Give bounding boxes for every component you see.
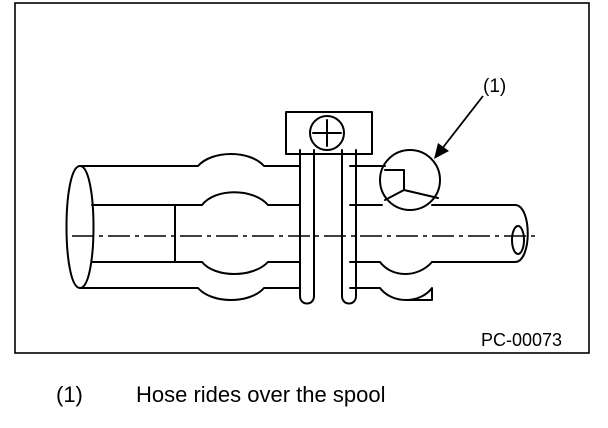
shaft-end [511, 225, 525, 255]
detail-fold-lines [384, 169, 439, 201]
screw-head [309, 115, 345, 151]
clamp-band-right [341, 149, 357, 305]
legend-item: (1) Hose rides over the spool [56, 382, 385, 408]
clamp-band-left [299, 149, 315, 305]
spool-shaft [431, 204, 529, 263]
legend-item-number: (1) [56, 382, 83, 407]
clamp-block [285, 111, 373, 155]
detail-circle [379, 149, 441, 211]
inner-spool-box [91, 191, 433, 275]
valve-body-outline [79, 153, 433, 301]
figure-frame [14, 2, 590, 354]
callout-leader [440, 95, 484, 151]
pipe-left-end [65, 165, 95, 289]
callout-label: (1) [483, 76, 506, 97]
callout-arrowhead [434, 143, 449, 159]
legend-item-text: Hose rides over the spool [136, 382, 386, 407]
screw-cross-icon [312, 119, 342, 147]
figure-code: PC-00073 [481, 330, 562, 350]
